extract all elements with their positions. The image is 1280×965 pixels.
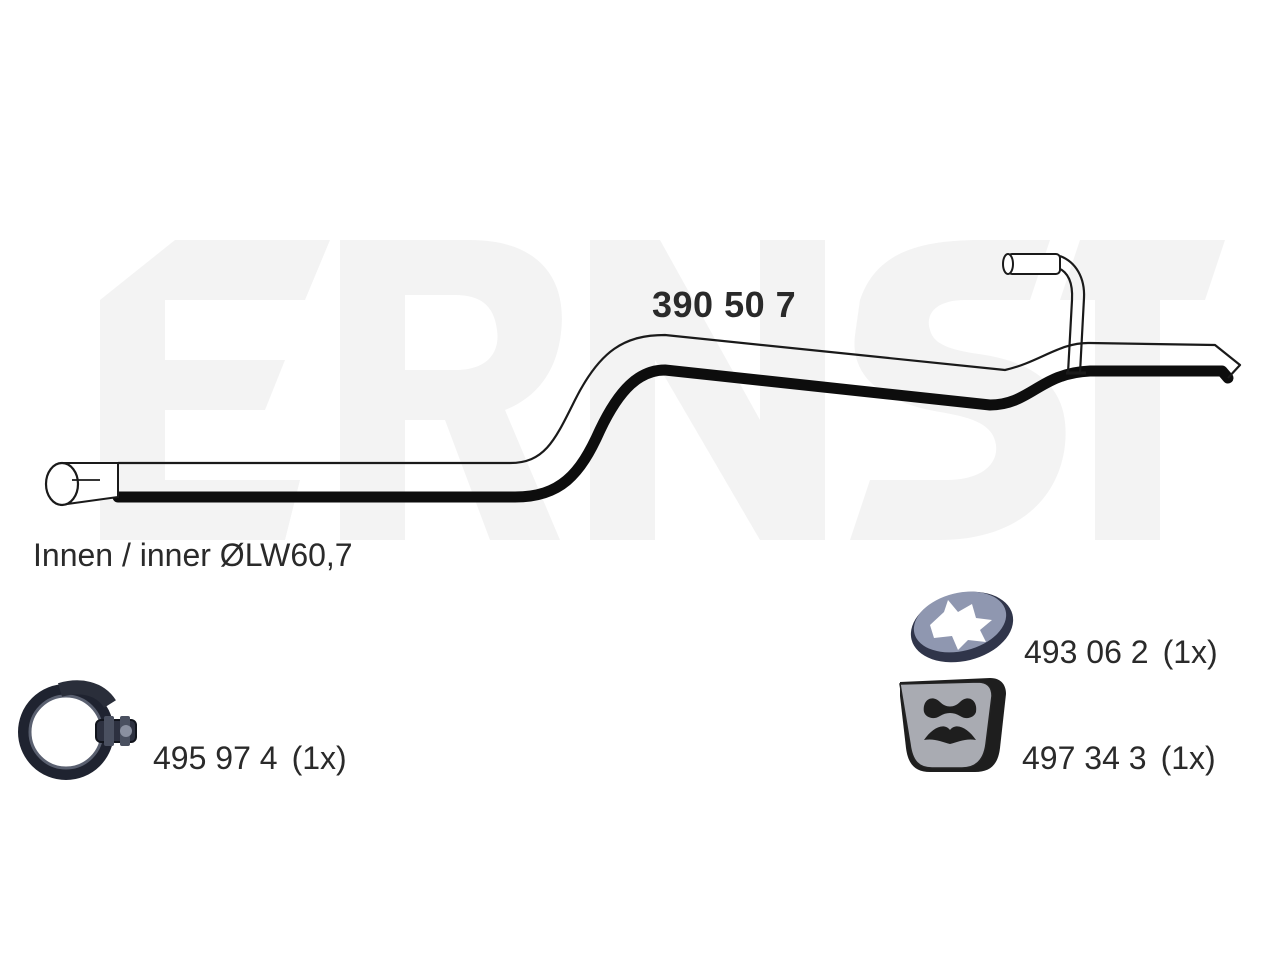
hanger-code: 497 34 3: [1022, 740, 1147, 776]
pipe-clamp-icon: [18, 680, 137, 780]
inner-diameter-label: Innen / inner ØLW60,7: [33, 537, 353, 573]
clamp-part-label: 495 97 4 (1x): [153, 740, 347, 777]
pipe-shadow: [112, 364, 1234, 503]
hanger-qty: (1x): [1160, 740, 1216, 776]
pipe-inlet-mouth: [44, 461, 80, 507]
watermark-logo: [100, 240, 1225, 540]
washer-part-label: 493 06 2 (1x): [1024, 634, 1218, 671]
washer-code: 493 06 2: [1024, 634, 1149, 670]
washer-qty: (1x): [1162, 634, 1218, 670]
clamp-qty: (1x): [291, 740, 347, 776]
hanger-part-label: 497 34 3 (1x): [1022, 740, 1216, 777]
pipe-hanger-bracket: [1002, 253, 1086, 375]
exhaust-pipe: [44, 253, 1242, 507]
rubber-hanger-icon: [899, 678, 1006, 772]
lock-washer-icon: [910, 591, 1014, 663]
part-number-label: 390 50 7: [652, 284, 797, 325]
pipe-outline-top: [118, 333, 1242, 465]
clamp-code: 495 97 4: [153, 740, 278, 776]
